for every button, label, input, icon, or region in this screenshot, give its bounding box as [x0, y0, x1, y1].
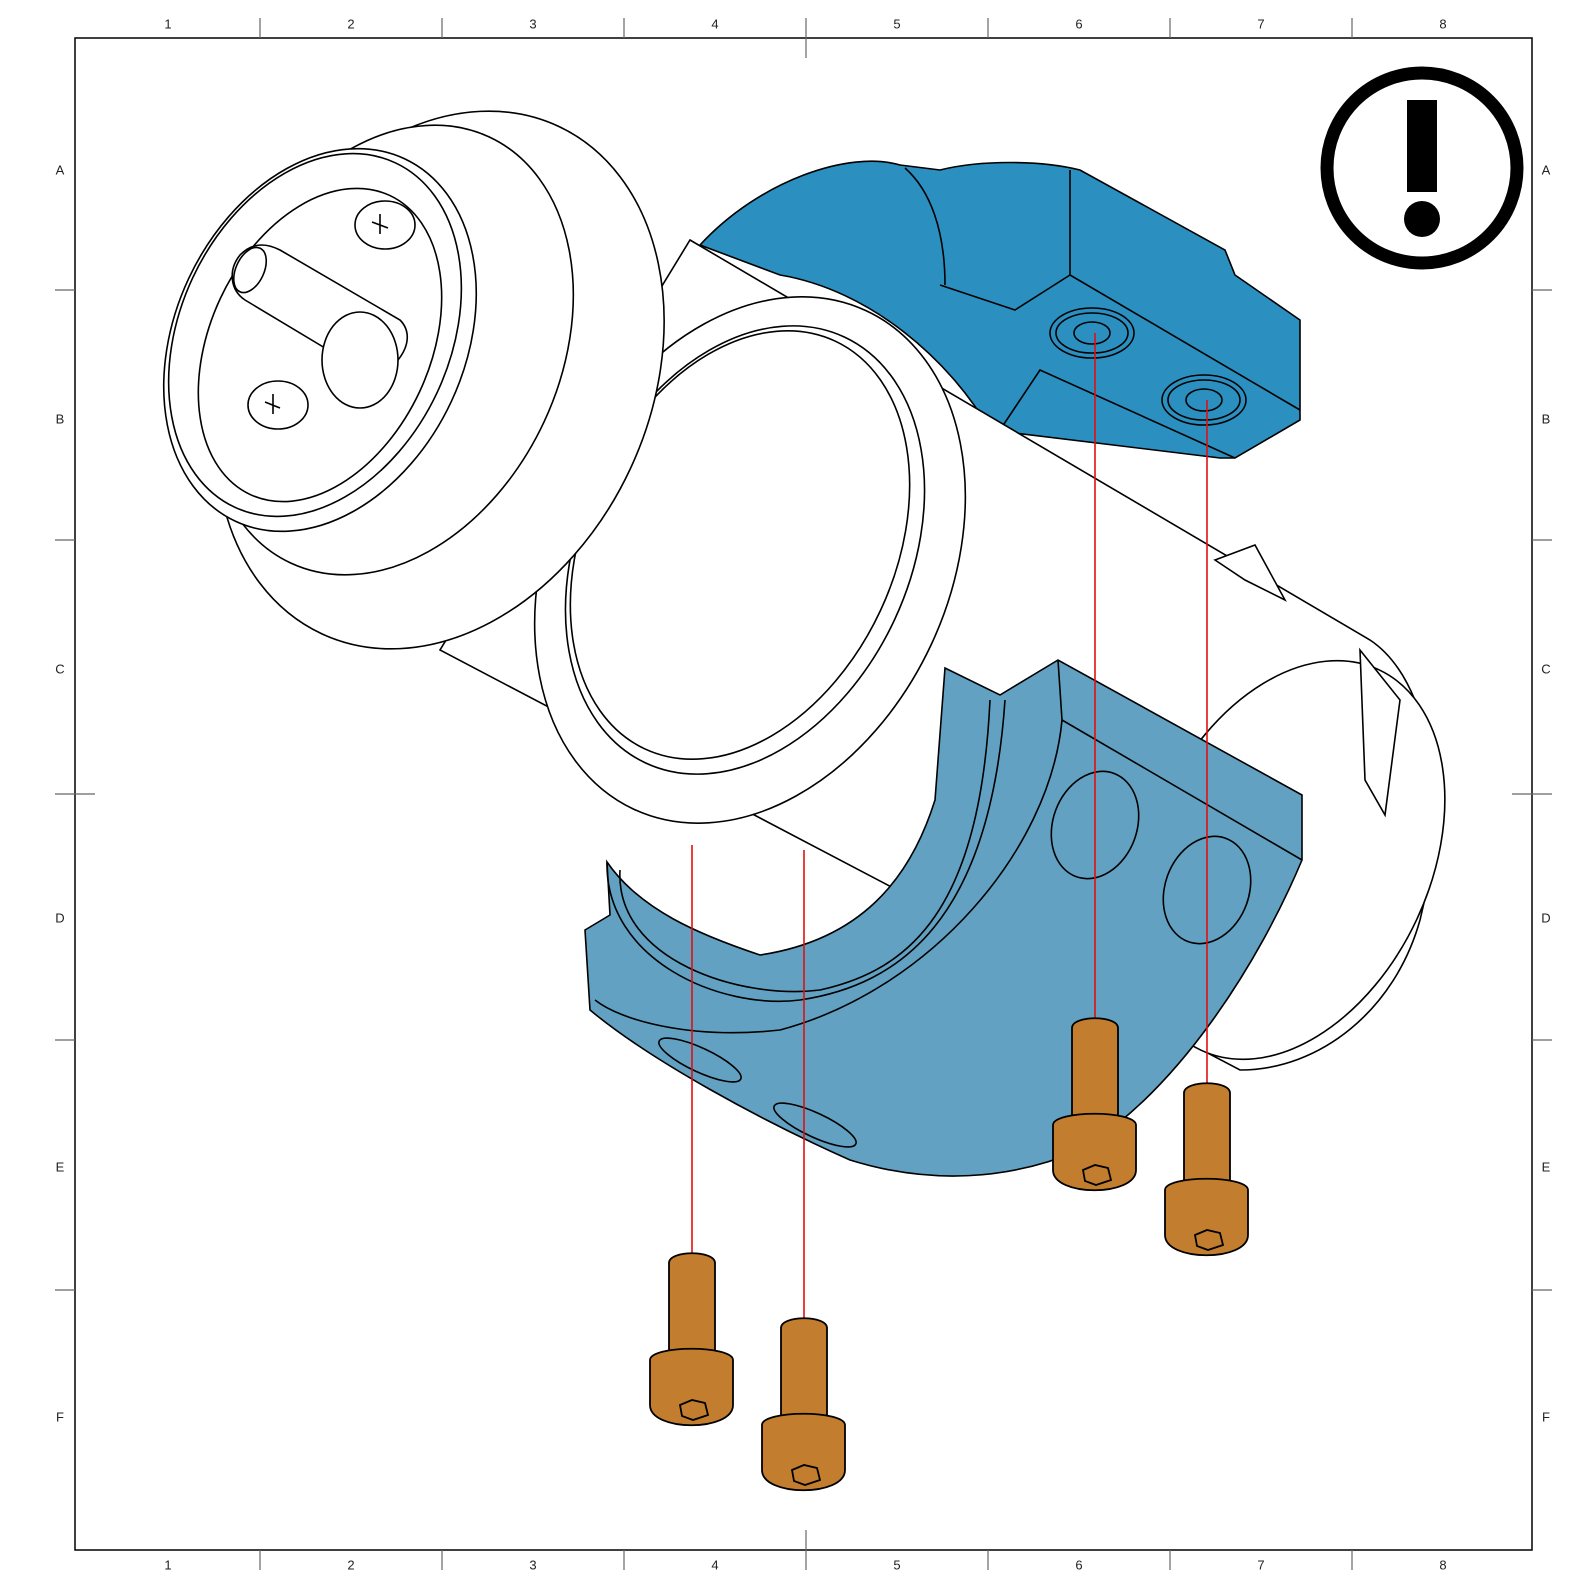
row-label: C — [1541, 661, 1551, 677]
exclamation-in-circle-icon — [1320, 66, 1524, 270]
column-label: 2 — [347, 16, 355, 32]
column-label: 1 — [164, 16, 172, 32]
column-label: 3 — [529, 16, 537, 32]
row-label: D — [1541, 910, 1551, 926]
column-label: 6 — [1075, 16, 1083, 32]
assembly-guide-lines — [691, 333, 1208, 1320]
column-label: 2 — [347, 1557, 355, 1573]
column-label: 6 — [1075, 1557, 1083, 1573]
screw — [1164, 1082, 1249, 1257]
column-label: 8 — [1439, 16, 1447, 32]
row-label: D — [55, 910, 65, 926]
column-label: 4 — [711, 1557, 719, 1573]
row-label: F — [56, 1409, 64, 1425]
column-label: 5 — [893, 1557, 901, 1573]
screw — [1052, 1017, 1137, 1192]
row-label: A — [55, 162, 65, 178]
row-label: F — [1542, 1409, 1550, 1425]
row-label: A — [1541, 162, 1551, 178]
row-label: E — [1541, 1159, 1551, 1175]
column-label: 4 — [711, 16, 719, 32]
upper-clamp — [698, 160, 1301, 459]
row-label: C — [55, 661, 65, 677]
column-label: 1 — [164, 1557, 172, 1573]
column-label: 3 — [529, 1557, 537, 1573]
column-label: 5 — [893, 16, 901, 32]
screw — [649, 1252, 734, 1427]
column-label: 7 — [1257, 16, 1265, 32]
column-label: 8 — [1439, 1557, 1447, 1573]
row-label: E — [55, 1159, 65, 1175]
row-label: B — [1541, 411, 1551, 427]
column-label: 7 — [1257, 1557, 1265, 1573]
drawing-frame — [55, 18, 1552, 1570]
screw — [761, 1317, 846, 1492]
row-label: B — [55, 411, 65, 427]
